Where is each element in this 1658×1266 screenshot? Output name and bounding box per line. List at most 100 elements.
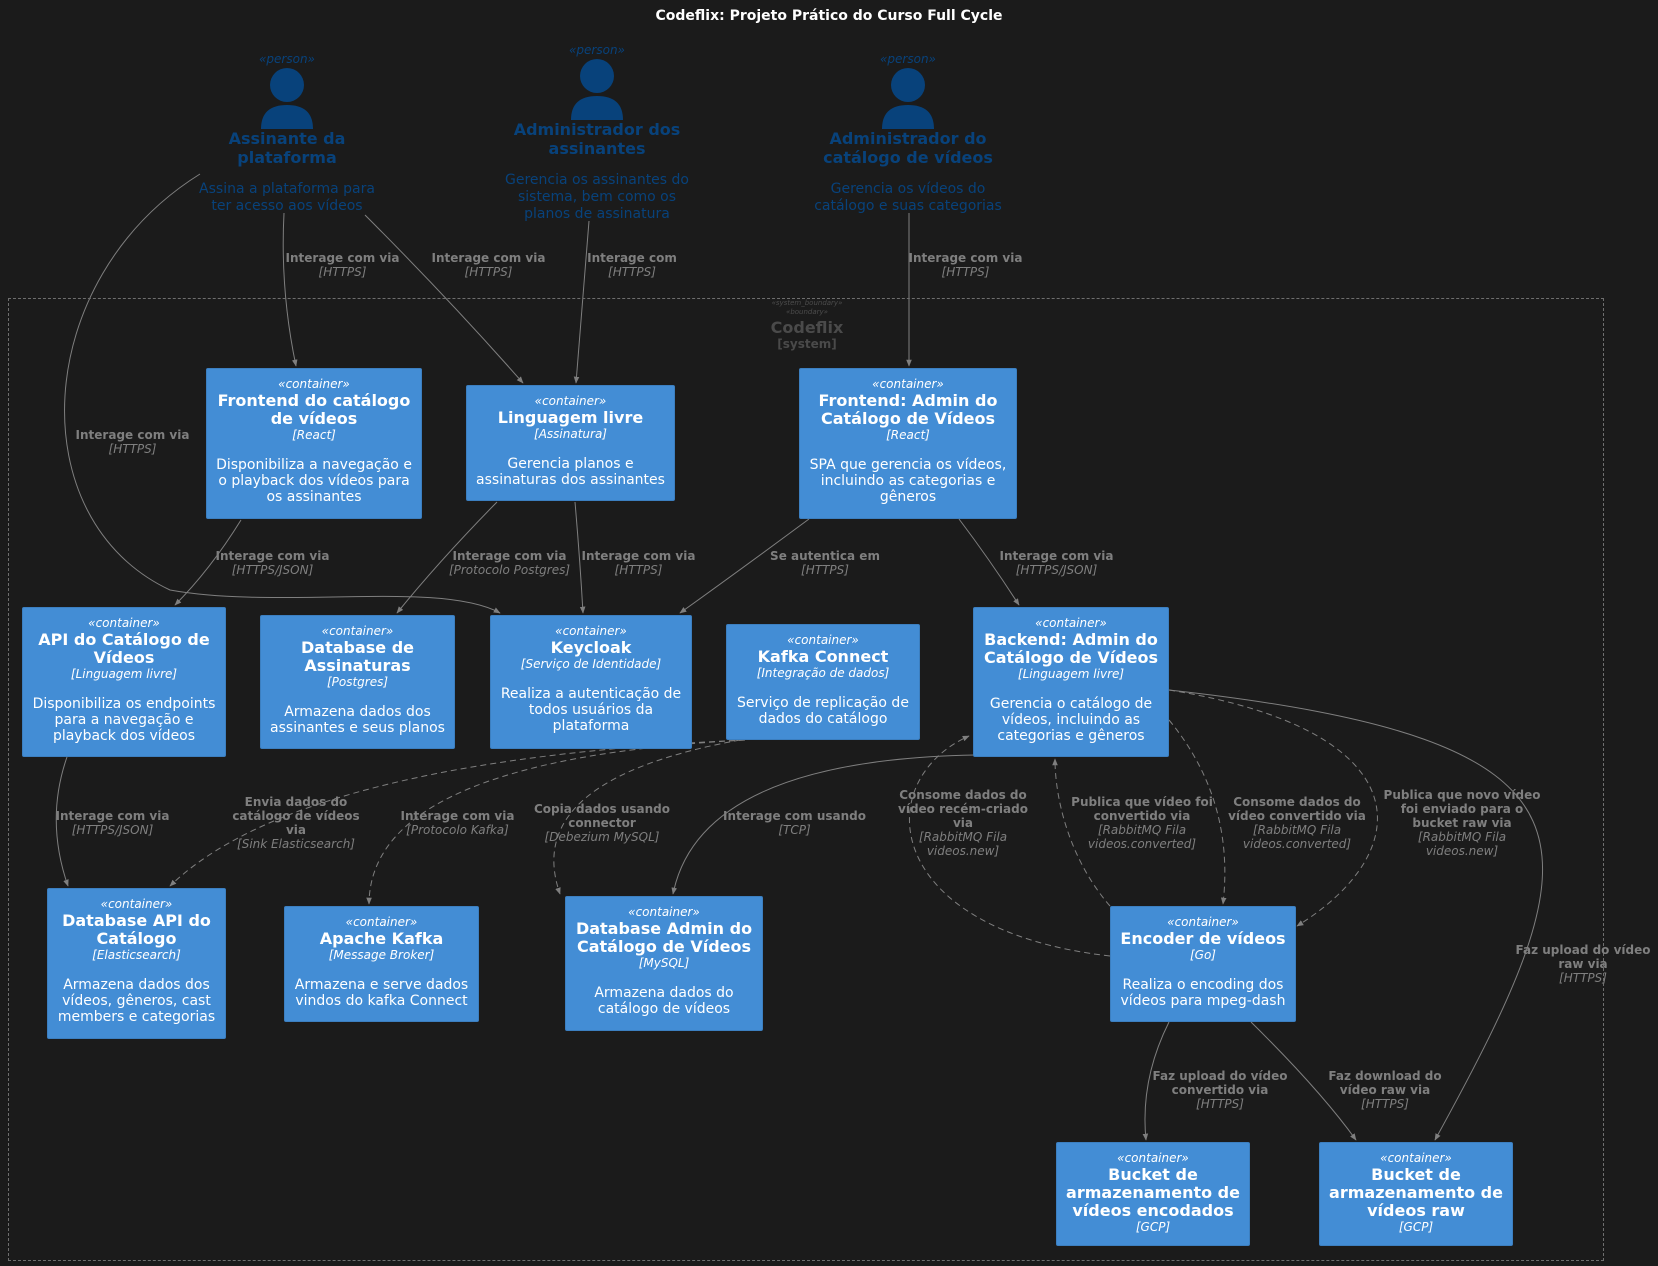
relationship-edge: [1168, 689, 1544, 1141]
container-stereotype: «container»: [628, 905, 700, 919]
rel-label-frontend-admin-keycloak: Se autentica em[HTTPS]: [770, 549, 880, 577]
container-frontend-admin[interactable]: «container» Frontend: Admin do Catálogo …: [799, 368, 1017, 519]
container-stereotype: «container»: [88, 616, 160, 630]
boundary-type: [system]: [777, 337, 837, 351]
container-stereotype: «container»: [787, 633, 859, 647]
container-bucket-encodados[interactable]: «container» Bucket de armazenamento de v…: [1056, 1142, 1250, 1246]
container-name: Linguagem livre: [497, 408, 644, 427]
container-stereotype: «container»: [278, 377, 350, 391]
person-description: Assina a plataforma para ter acesso aos …: [199, 181, 375, 214]
container-linguagem-livre[interactable]: «container» Linguagem livre [Assinatura]…: [466, 385, 675, 501]
container-description: Armazena dados do catálogo de vídeos: [594, 985, 734, 1017]
container-db-admin[interactable]: «container» Database Admin do Catálogo d…: [565, 896, 763, 1031]
person-description: Gerencia os assinantes do sistema, bem c…: [504, 172, 689, 222]
relationship-edge: [1052, 758, 1111, 907]
rel-label-assinante-linguagem: Interage com via[HTTPS]: [431, 251, 546, 279]
relationship-edge: [174, 519, 242, 606]
container-db-api-catalogo[interactable]: «container» Database API do Catálogo [El…: [47, 888, 226, 1039]
container-name: Apache Kafka: [319, 929, 444, 948]
person-description: Gerencia os vídeos do catálogo e suas ca…: [814, 181, 1002, 214]
rel-label-frontend-api: Interage com via[HTTPS/JSON]: [215, 549, 330, 577]
container-name: Database API do Catálogo: [62, 911, 211, 948]
container-backend-admin[interactable]: «container» Backend: Admin do Catálogo d…: [973, 607, 1169, 757]
rel-label-admin-catalogo-frontend: Interage com via[HTTPS]: [908, 251, 1023, 279]
person-icon: [882, 68, 934, 129]
container-technology: [Go]: [1189, 948, 1216, 962]
container-technology: [Integração de dados]: [756, 666, 890, 680]
container-stereotype: «container»: [1380, 1151, 1452, 1165]
relationship-edge: [574, 501, 586, 614]
container-kafka-connect[interactable]: «container» Kafka Connect [Integração de…: [726, 624, 920, 740]
container-description: Gerencia o catálogo de vídeos, incluindo…: [989, 696, 1153, 744]
container-stereotype: «container»: [1117, 1151, 1189, 1165]
boundary-stereotype-secondary: «boundary»: [786, 308, 828, 316]
rel-label-admin-assinantes-linguagem: Interage com[HTTPS]: [587, 251, 677, 279]
rel-label-encoder-bucket-raw: Faz download do vídeo raw via[HTTPS]: [1328, 1069, 1442, 1111]
container-description: Disponibiliza os endpoints para a navega…: [32, 696, 216, 744]
container-name: Kafka Connect: [757, 647, 889, 666]
boundary-name: Codeflix: [770, 318, 844, 337]
person-stereotype: «person»: [880, 52, 936, 66]
container-description: Realiza a autenticação de todos usuários…: [500, 686, 682, 734]
container-apache-kafka[interactable]: «container» Apache Kafka [Message Broker…: [284, 906, 479, 1022]
container-technology: [React]: [886, 428, 930, 442]
rel-label-backend-db-admin: Interage com usando[TCP]: [722, 809, 866, 837]
boundary-stereotype: «system_boundary»: [771, 299, 843, 307]
rel-label-frontend-admin-backend: Interage com via[HTTPS/JSON]: [999, 549, 1114, 577]
container-encoder[interactable]: «container» Encoder de vídeos [Go] Reali…: [1110, 906, 1296, 1022]
relationship-edge: [64, 173, 501, 614]
container-stereotype: «container»: [534, 394, 607, 408]
container-db-assinaturas[interactable]: «container» Database de Assinaturas [Pos…: [260, 615, 455, 749]
container-stereotype: «container»: [1035, 616, 1107, 630]
rel-label-backend-publica-new: Publica que novo vídeo foi enviado para …: [1383, 788, 1541, 858]
container-name: Database Admin do Catálogo de Vídeos: [575, 919, 753, 956]
container-keycloak[interactable]: «container» Keycloak [Serviço de Identid…: [490, 615, 692, 749]
relationship-edge: [671, 754, 976, 895]
rel-label-kafka-connect-db-admin: Copia dados usando connector[Debezium My…: [533, 802, 671, 844]
person-admin-assinantes[interactable]: «person» Administrador dos assinantes Ge…: [497, 43, 697, 223]
rel-label-backend-consome-converted: Consome dados do vídeo convertido via[Ra…: [1228, 795, 1366, 851]
container-stereotype: «container»: [555, 624, 627, 638]
relationship-edge: [1168, 689, 1378, 927]
container-technology: [GCP]: [1135, 1220, 1171, 1234]
rel-label-linguagem-keycloak: Interage com via[HTTPS]: [581, 549, 696, 577]
relationship-edge: [1250, 1021, 1357, 1141]
rel-label-assinante-frontend: Interage com via[HTTPS]: [285, 251, 400, 279]
relationship-edge: [1168, 719, 1227, 905]
container-technology: [Serviço de Identidade]: [520, 657, 662, 671]
person-admin-catalogo[interactable]: «person» Administrador do catálogo de ví…: [803, 52, 1013, 215]
container-description: Disponibiliza a navegação e o playback d…: [216, 457, 412, 505]
rel-label-kafka-connect-elasticsearch: Envia dados do catálogo de vídeos via[Si…: [232, 795, 360, 851]
relationship-edge: [282, 212, 298, 367]
person-stereotype: «person»: [259, 52, 315, 66]
container-bucket-raw[interactable]: «container» Bucket de armazenamento de v…: [1319, 1142, 1513, 1246]
relationship-edge: [573, 220, 590, 384]
container-stereotype: «container»: [321, 624, 394, 638]
container-description: Armazena dados dos assinantes e seus pla…: [270, 704, 445, 736]
rel-label-encoder-publica-converted: Publica que vídeo foi convertido via[Rab…: [1071, 795, 1213, 851]
relationship-edge: [679, 518, 810, 614]
container-description: Serviço de replicação de dados do catálo…: [737, 695, 909, 727]
container-technology: [Linguagem livre]: [70, 667, 178, 681]
container-description: Realiza o encoding dos vídeos para mpeg-…: [1120, 977, 1286, 1009]
container-technology: [Elasticsearch]: [92, 948, 181, 962]
container-technology: [MySQL]: [638, 956, 690, 970]
relationship-edge: [909, 735, 1111, 957]
relationship-edge: [553, 739, 741, 895]
container-api-catalogo[interactable]: «container» API do Catálogo de Vídeos [L…: [22, 607, 226, 757]
container-name: Bucket de armazenamento de vídeos raw: [1329, 1165, 1503, 1220]
relationship-edge: [1142, 1021, 1170, 1141]
person-name: Administrador dos assinantes: [513, 120, 681, 158]
person-assinante[interactable]: «person» Assinante da plataforma Assina …: [192, 52, 382, 215]
rel-label-encoder-consome-new: Consome dados do vídeo recém-criado via[…: [898, 788, 1028, 858]
container-technology: [Postgres]: [326, 675, 389, 689]
container-description: SPA que gerencia os vídeos, incluindo as…: [809, 457, 1007, 505]
container-frontend-catalogo[interactable]: «container» Frontend do catálogo de víde…: [206, 368, 422, 519]
person-stereotype: «person»: [569, 43, 625, 57]
relationship-edge: [364, 214, 524, 384]
rel-label-assinante-keycloak: Interage com via[HTTPS]: [75, 428, 190, 456]
container-technology: [React]: [292, 428, 336, 442]
container-name: Database de Assinaturas: [300, 638, 415, 675]
rel-label-encoder-bucket-encodados: Faz upload do vídeo convertido via[HTTPS…: [1152, 1069, 1288, 1111]
